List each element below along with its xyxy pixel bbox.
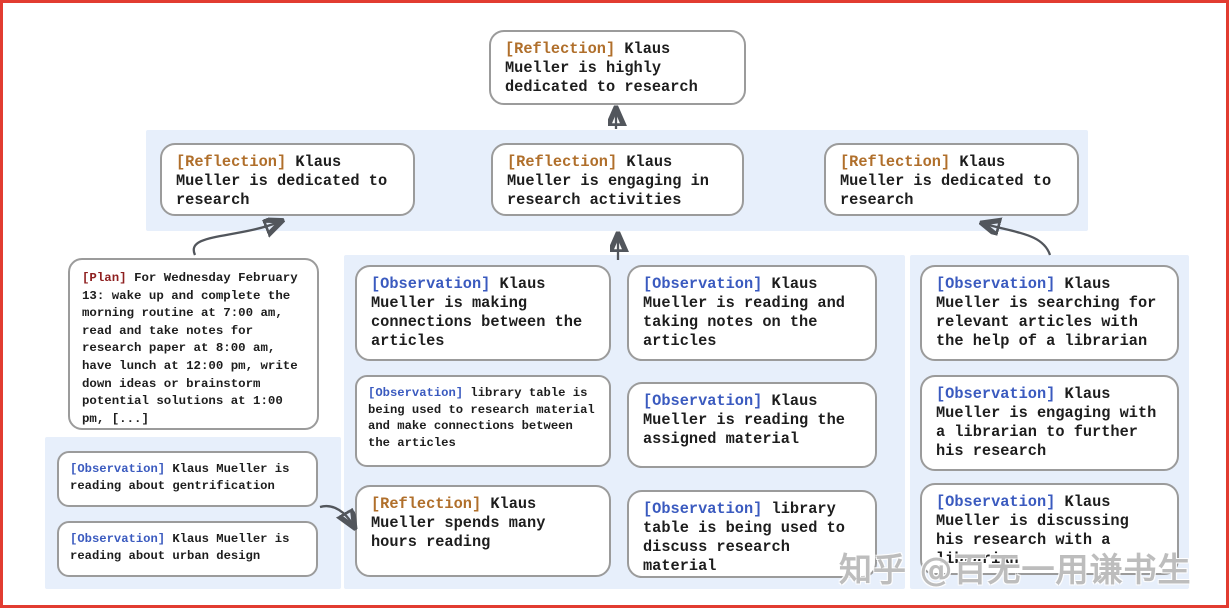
node-observation-discussing-research: [Observation] Klaus Mueller is discussin… xyxy=(920,483,1179,575)
node-text: Klaus Mueller is reading and taking note… xyxy=(643,275,845,350)
node-text: Klaus Mueller is dedicated to research xyxy=(176,153,388,209)
node-reflection-root: [Reflection] Klaus Mueller is highly ded… xyxy=(489,30,746,105)
node-observation-table-discuss: [Observation] library table is being use… xyxy=(627,490,877,578)
observation-tag: [Observation] xyxy=(368,386,464,400)
node-text: Klaus Mueller is engaging with a librari… xyxy=(936,385,1157,460)
node-reflection-hours-reading: [Reflection] Klaus Mueller spends many h… xyxy=(355,485,611,577)
node-observation-connections: [Observation] Klaus Mueller is making co… xyxy=(355,265,611,361)
observation-tag: [Observation] xyxy=(936,275,1056,293)
node-text: Klaus Mueller spends many hours reading xyxy=(371,495,546,551)
node-observation-assigned-material: [Observation] Klaus Mueller is reading t… xyxy=(627,382,877,468)
node-text: For Wednesday February 13: wake up and c… xyxy=(82,271,298,426)
reflection-tag: [Reflection] xyxy=(176,153,287,171)
node-reflection-middle: [Reflection] Klaus Mueller is engaging i… xyxy=(491,143,744,216)
node-observation-engaging-librarian: [Observation] Klaus Mueller is engaging … xyxy=(920,375,1179,471)
node-observation-table-research: [Observation] library table is being use… xyxy=(355,375,611,467)
observation-tag: [Observation] xyxy=(643,275,763,293)
node-text: Klaus Mueller is reading about urban des… xyxy=(70,532,290,563)
node-observation-taking-notes: [Observation] Klaus Mueller is reading a… xyxy=(627,265,877,361)
reflection-tag: [Reflection] xyxy=(505,40,616,58)
observation-tag: [Observation] xyxy=(371,275,491,293)
node-observation-gentrification: [Observation] Klaus Mueller is reading a… xyxy=(57,451,318,507)
node-text: Klaus Mueller is reading about gentrific… xyxy=(70,462,290,493)
reflection-tag: [Reflection] xyxy=(840,153,951,171)
node-text: library table is being used to research … xyxy=(368,386,595,450)
node-plan: [Plan] For Wednesday February 13: wake u… xyxy=(68,258,319,430)
node-observation-searching-articles: [Observation] Klaus Mueller is searching… xyxy=(920,265,1179,361)
observation-tag: [Observation] xyxy=(643,392,763,410)
observation-tag: [Observation] xyxy=(70,532,166,546)
reflection-tag: [Reflection] xyxy=(507,153,618,171)
node-text: Klaus Mueller is dedicated to research xyxy=(840,153,1052,209)
node-text: Klaus Mueller is engaging in research ac… xyxy=(507,153,709,209)
node-text: Klaus Mueller is making connections betw… xyxy=(371,275,583,350)
node-text: library table is being used to discuss r… xyxy=(643,500,845,575)
observation-tag: [Observation] xyxy=(70,462,166,476)
node-text: Klaus Mueller is discussing his research… xyxy=(936,493,1129,568)
node-text: Klaus Mueller is highly dedicated to res… xyxy=(505,40,698,96)
node-observation-urban-design: [Observation] Klaus Mueller is reading a… xyxy=(57,521,318,577)
reflection-tag: [Reflection] xyxy=(371,495,482,513)
observation-tag: [Observation] xyxy=(643,500,763,518)
observation-tag: [Observation] xyxy=(936,385,1056,403)
node-reflection-right: [Reflection] Klaus Mueller is dedicated … xyxy=(824,143,1079,216)
watermark: 知乎 @百无一用谦书生 xyxy=(839,550,1192,589)
observation-tag: [Observation] xyxy=(936,493,1056,511)
node-reflection-left: [Reflection] Klaus Mueller is dedicated … xyxy=(160,143,415,216)
node-text: Klaus Mueller is reading the assigned ma… xyxy=(643,392,845,448)
node-text: Klaus Mueller is searching for relevant … xyxy=(936,275,1157,350)
plan-tag: [Plan] xyxy=(82,271,127,285)
